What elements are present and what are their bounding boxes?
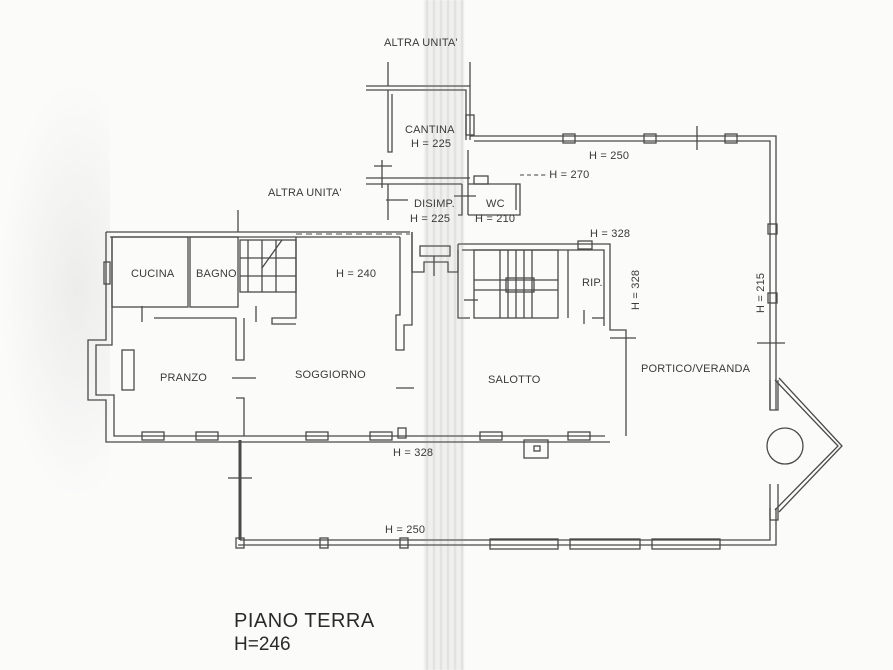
label-h250-top: H = 250 <box>589 150 630 162</box>
label-wc: WC <box>486 198 505 210</box>
label-cantina: CANTINA <box>405 124 455 136</box>
label-altra-unita-top: ALTRA UNITA' <box>384 37 458 49</box>
label-portico-veranda: PORTICO/VERANDA <box>641 363 751 375</box>
label-wc-height: H = 210 <box>475 213 516 225</box>
house-walls <box>87 210 636 459</box>
label-disimp: DISIMP. <box>414 198 455 210</box>
plan-height: H=246 <box>234 634 291 655</box>
label-altra-unita-mid: ALTRA UNITA' <box>268 187 342 199</box>
label-rip: RIP. <box>582 277 603 289</box>
label-h240: H = 240 <box>336 268 377 280</box>
portico-walls <box>228 126 843 550</box>
plan-title: PIANO TERRA <box>234 610 375 632</box>
label-h250-bottom: H = 250 <box>385 524 426 536</box>
label-h270: - - H = 270 <box>535 169 590 181</box>
label-h328-vertical: H = 328 <box>630 269 642 310</box>
label-disimp-height: H = 225 <box>410 213 451 225</box>
label-cantina-height: H = 225 <box>411 138 452 150</box>
label-bagno: BAGNO <box>196 268 237 280</box>
disimp-wc-walls <box>386 150 521 220</box>
scan-fold-shadow <box>424 0 464 670</box>
label-h328-top: H = 328 <box>590 228 631 240</box>
label-salotto: SALOTTO <box>488 374 541 386</box>
label-cucina: CUCINA <box>131 268 175 280</box>
label-h215-vertical: H = 215 <box>755 272 767 313</box>
scan-noise <box>0 80 110 500</box>
label-soggiorno: SOGGIORNO <box>295 369 366 381</box>
label-pranzo: PRANZO <box>160 372 208 384</box>
cantina-walls <box>366 62 475 188</box>
label-h328-bottom: H = 328 <box>393 447 434 459</box>
